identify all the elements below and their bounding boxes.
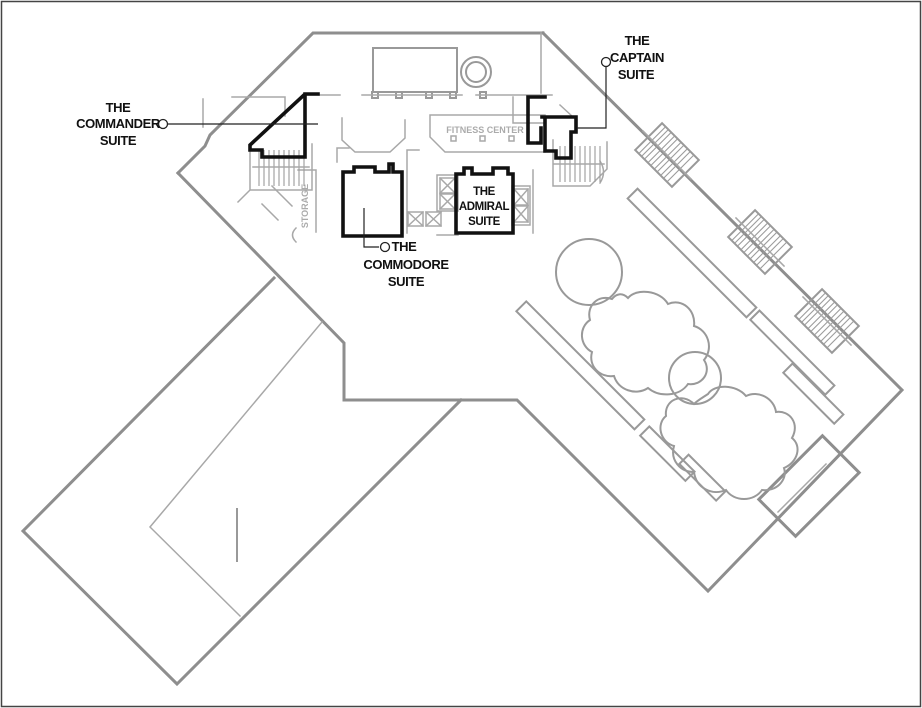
commander-suite-label: THE COMMANDER SUITE	[76, 100, 161, 148]
storage-label: STORAGE	[300, 184, 310, 228]
diagonal-stairs-3	[793, 287, 861, 355]
svg-text:THE: THE	[625, 33, 651, 48]
suite-walls	[248, 92, 578, 238]
svg-text:SUITE: SUITE	[388, 274, 425, 289]
building-perimeter	[20, 30, 905, 687]
east-stairs	[553, 146, 605, 182]
west-stairs	[252, 150, 310, 186]
svg-text:COMMANDER: COMMANDER	[76, 116, 161, 131]
commodore-callout-marker-icon	[379, 241, 391, 253]
interior-walls	[202, 32, 608, 244]
captain-suite-label: THE CAPTAIN SUITE	[610, 33, 664, 82]
west-stair-room	[236, 143, 313, 204]
corner-room	[756, 433, 862, 539]
svg-text:ADMIRAL: ADMIRAL	[459, 201, 510, 213]
diagonal-stairs-1	[633, 121, 701, 189]
pool-blob-lower	[659, 385, 799, 500]
admiral-suite-label: THE ADMIRAL SUITE	[459, 186, 510, 228]
svg-text:THE: THE	[106, 100, 132, 115]
diagonal-stairs-2	[726, 208, 794, 276]
captain-suite-walls	[540, 115, 578, 160]
commodore-suite-walls	[341, 162, 404, 238]
svg-text:THE: THE	[473, 186, 496, 198]
commander-callout-marker-icon	[157, 118, 169, 130]
commodore-suite-label: THE COMMODORE SUITE	[363, 239, 449, 289]
callouts	[157, 56, 612, 253]
svg-text:SUITE: SUITE	[618, 67, 655, 82]
east-stair-room	[552, 139, 608, 187]
svg-text:THE: THE	[392, 239, 418, 254]
fountain-icon	[460, 56, 492, 88]
svg-text:COMMODORE: COMMODORE	[363, 257, 449, 272]
captain-callout-marker-icon	[600, 56, 612, 68]
pool-blob-upper	[581, 290, 710, 396]
reception-desk	[372, 47, 458, 93]
admiral-suite-walls	[454, 166, 515, 235]
elevator-icon	[406, 210, 443, 228]
pool-area	[555, 238, 799, 500]
commander-suite-walls	[248, 92, 320, 159]
svg-text:SUITE: SUITE	[100, 133, 137, 148]
svg-text:CAPTAIN: CAPTAIN	[610, 50, 664, 65]
fitness-center-label: FITNESS CENTER	[446, 125, 524, 135]
fitness-center-room	[429, 114, 546, 153]
spa-circle-top	[555, 238, 623, 306]
svg-text:SUITE: SUITE	[468, 216, 501, 228]
